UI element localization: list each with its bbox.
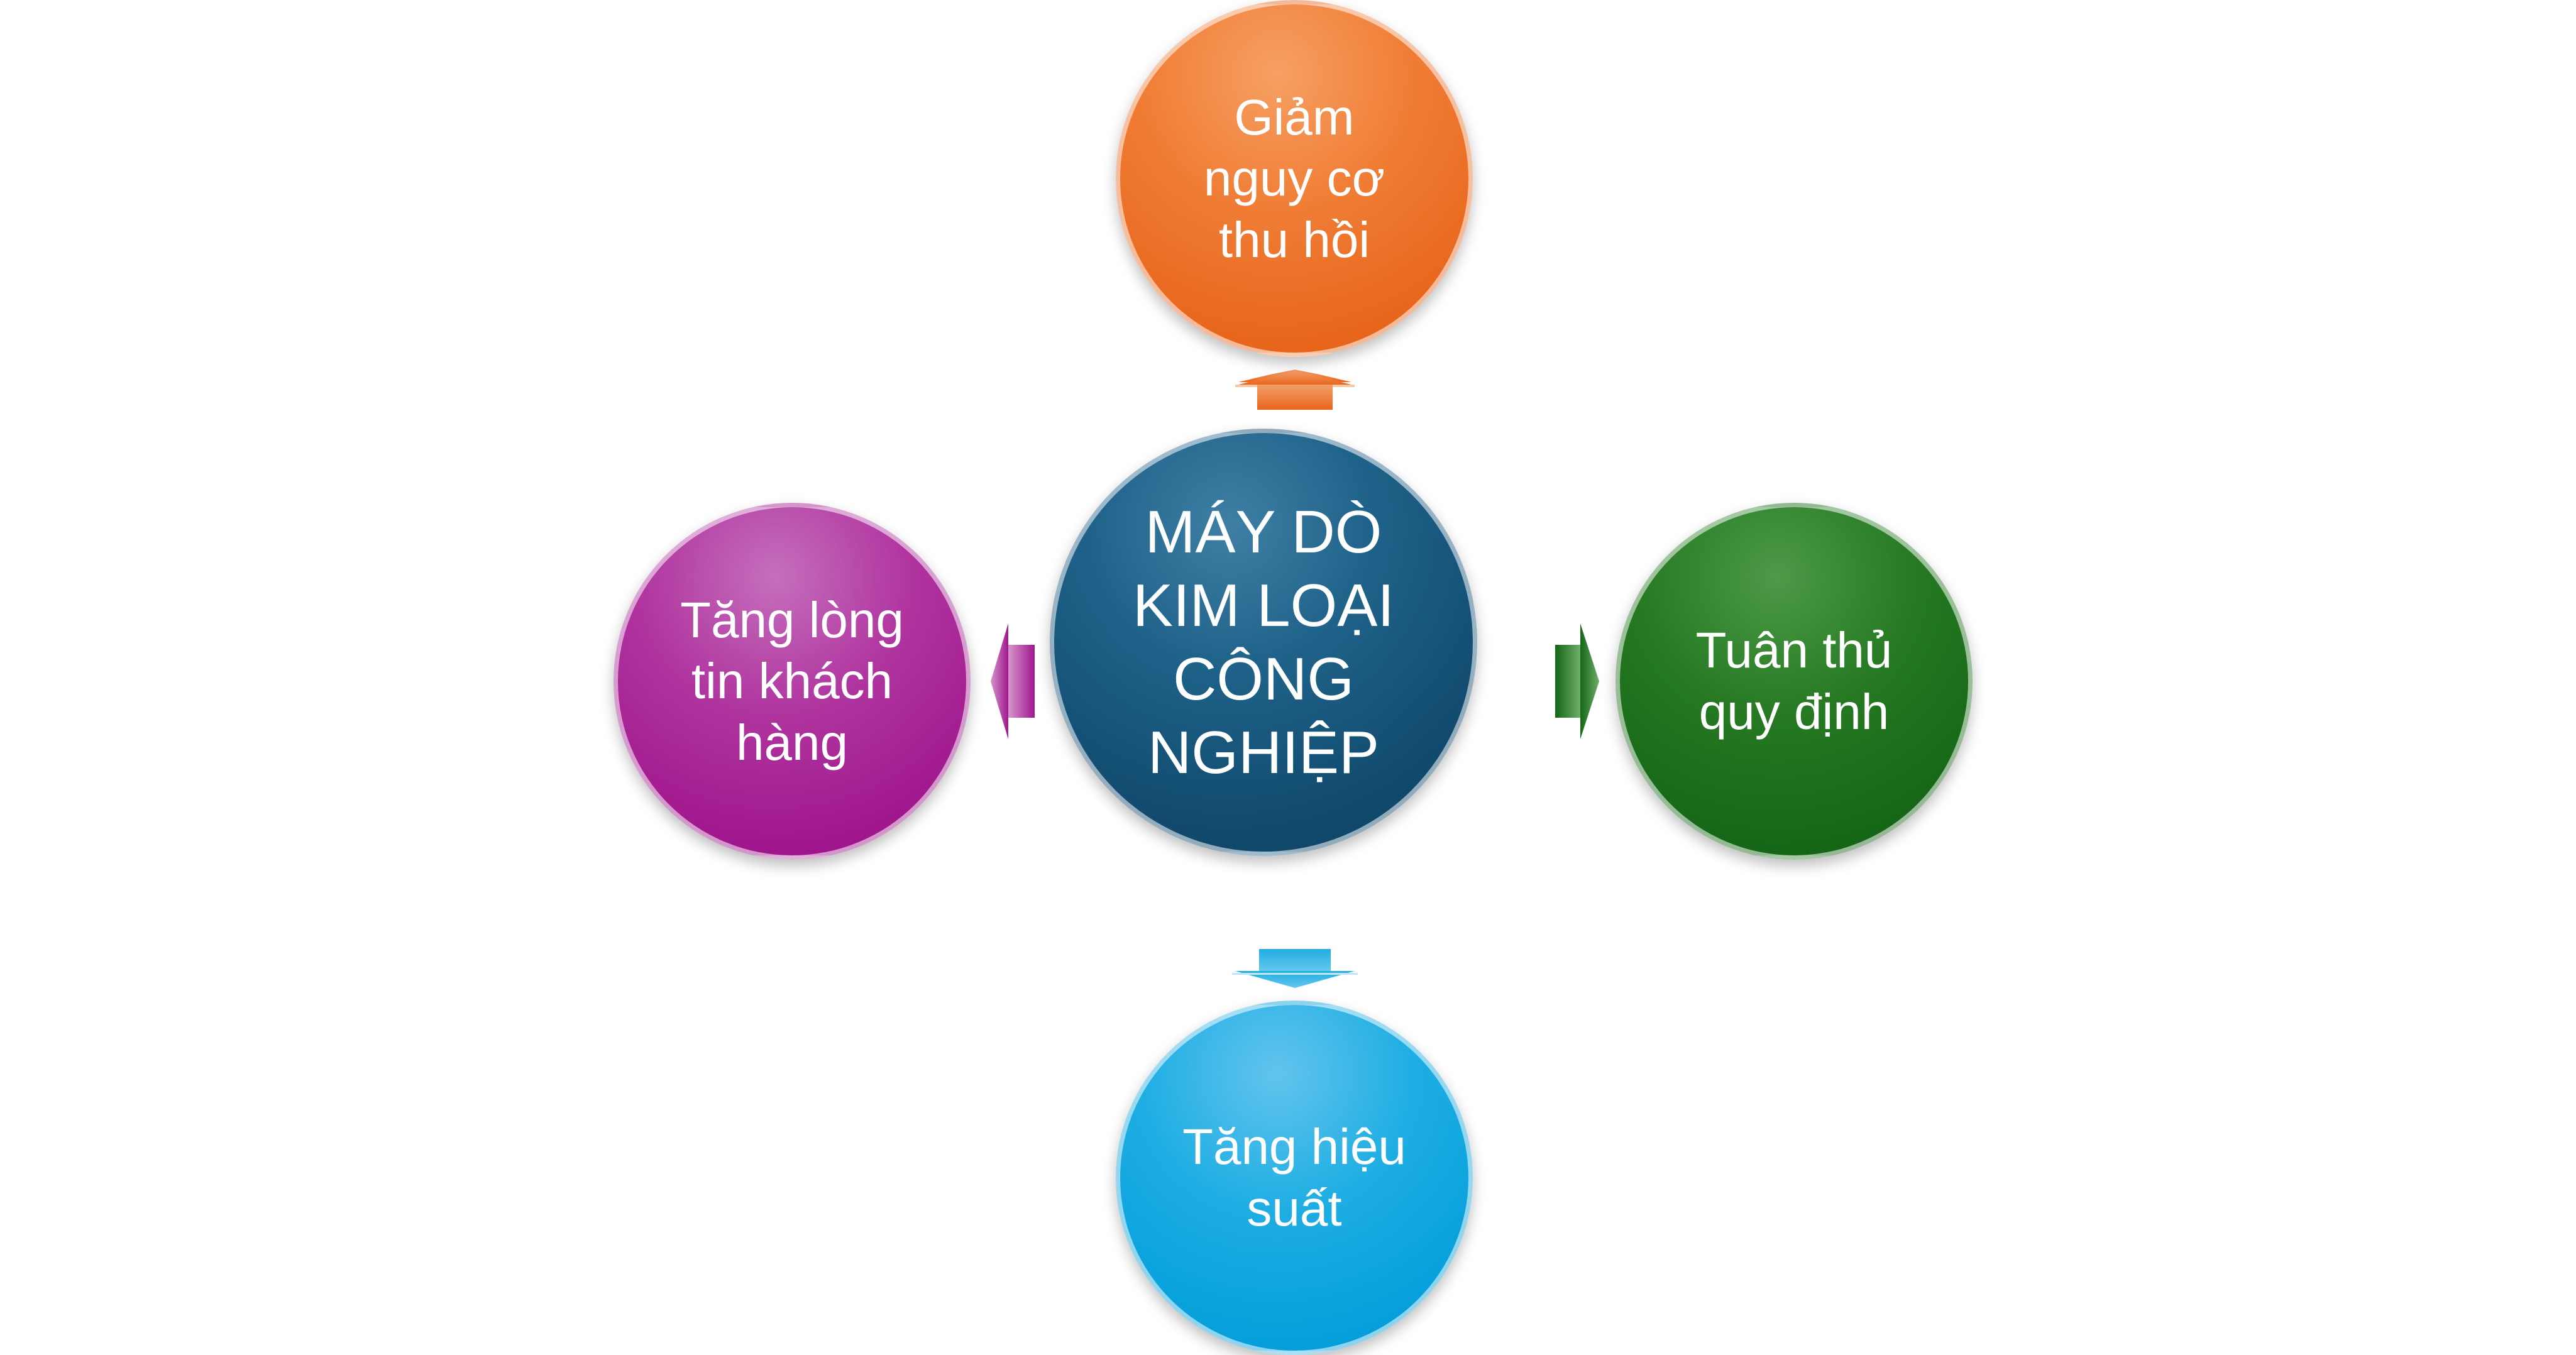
center-node: MÁY DÒ KIM LOẠI CÔNG NGHIỆP: [1050, 429, 1477, 856]
right-node-label: Tuân thủ quy định: [1695, 622, 1893, 740]
top-node: Giảm nguy cơ thu hồi: [1116, 0, 1473, 357]
left-node: Tăng lòng tin khách hàng: [614, 503, 971, 860]
arrow-down-icon: [1232, 949, 1358, 988]
arrow-right-icon: [1555, 623, 1599, 739]
left-node-label: Tăng lòng tin khách hàng: [680, 591, 904, 771]
bottom-node: Tăng hiệu suất: [1116, 1001, 1473, 1355]
bottom-node-label: Tăng hiệu suất: [1182, 1119, 1406, 1236]
arrow-up-icon: [1235, 370, 1355, 410]
center-node-label: MÁY DÒ KIM LOẠI CÔNG NGHIỆP: [1132, 498, 1395, 787]
top-node-label: Giảm nguy cơ thu hồi: [1203, 89, 1385, 268]
arrow-left-icon: [991, 623, 1035, 739]
right-node: Tuân thủ quy định: [1616, 503, 1973, 860]
